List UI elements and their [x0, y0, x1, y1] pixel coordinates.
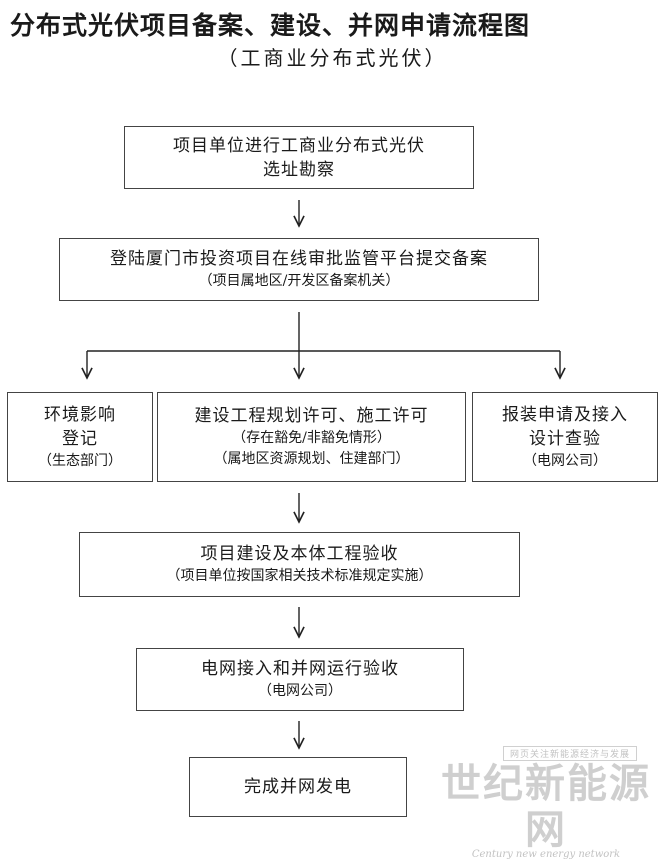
diagram-title: 分布式光伏项目备案、建设、并网申请流程图 — [10, 11, 531, 40]
step-grid-apply-line1: 报装申请及接入 — [502, 404, 628, 425]
step-site-survey-line1: 项目单位进行工商业分布式光伏 — [173, 135, 425, 156]
step-env-sub: （生态部门） — [38, 452, 122, 469]
step-permits-sub2: （属地区资源规划、住建部门） — [213, 451, 410, 467]
step-filing-sub: （项目属地区/开发区备案机关） — [198, 273, 400, 289]
step-site-survey-line2: 选址勘察 — [263, 159, 335, 180]
watermark-tagline: 网页关注新能源经济与发展 — [502, 746, 637, 761]
diagram-subtitle: （工商业分布式光伏） — [217, 46, 448, 70]
step-complete-line1: 完成并网发电 — [244, 777, 352, 797]
step-permits-line1: 建设工程规划许可、施工许可 — [194, 406, 429, 426]
step-env-line2: 登记 — [62, 428, 98, 449]
step-grid-acceptance: 电网接入和并网运行验收 （电网公司） — [136, 648, 464, 711]
step-grid-apply-line2: 设计查验 — [529, 428, 601, 449]
flow-connectors — [0, 200, 665, 829]
step-construction-sub: （项目单位按国家相关技术标准规定实施） — [166, 568, 433, 584]
step-permits: 建设工程规划许可、施工许可 （存在豁免/非豁免情形） （属地区资源规划、住建部门… — [157, 392, 466, 482]
step-site-survey: 项目单位进行工商业分布式光伏 选址勘察 — [124, 126, 474, 189]
step-env-line1: 环境影响 — [44, 404, 116, 425]
step-permits-sub1: （存在豁免/非豁免情形） — [232, 430, 391, 446]
step-grid-application: 报装申请及接入 设计查验 （电网公司） — [472, 392, 658, 482]
watermark-logo: 网页关注新能源经济与发展 世纪新能源网 Century new energy n… — [428, 742, 664, 860]
step-grid-accept-sub: （电网公司） — [258, 683, 342, 699]
step-filing: 登陆厦门市投资项目在线审批监管平台提交备案 （项目属地区/开发区备案机关） — [59, 238, 539, 301]
watermark-english: Century new energy network — [471, 849, 621, 860]
step-env-registration: 环境影响 登记 （生态部门） — [7, 392, 153, 482]
step-grid-accept-line1: 电网接入和并网运行验收 — [201, 659, 399, 679]
step-construction-line1: 项目建设及本体工程验收 — [200, 544, 399, 564]
step-complete: 完成并网发电 — [189, 757, 407, 817]
step-filing-line1: 登陆厦门市投资项目在线审批监管平台提交备案 — [110, 249, 488, 269]
step-construction-acceptance: 项目建设及本体工程验收 （项目单位按国家相关技术标准规定实施） — [79, 532, 520, 597]
step-grid-apply-sub: （电网公司） — [523, 452, 607, 469]
watermark-brand: 世纪新能源网 — [441, 760, 651, 853]
